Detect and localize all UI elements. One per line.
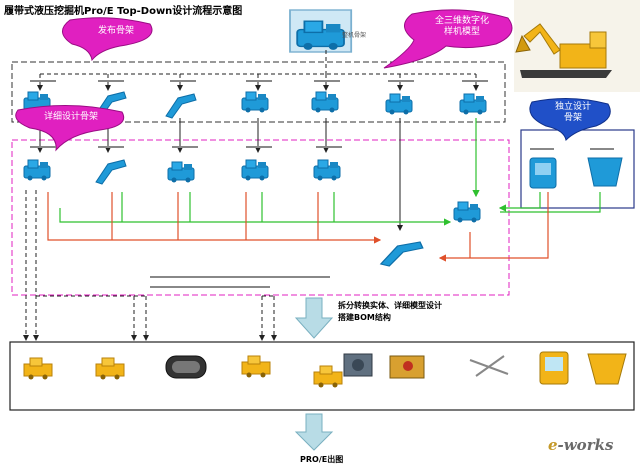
skeleton-label: 整机骨架 [342,32,367,39]
hydraulic-part [389,355,425,379]
callout-detail-skeleton: 详细设计骨架 [43,112,98,122]
bucket-skeleton-image [587,157,623,187]
callout-release-skeleton: 发布骨架 [97,26,134,36]
output-label: PRO/E出图 [300,455,344,464]
master-skeleton-image [289,9,353,53]
callout-full-model-bubble [383,9,513,69]
final-parts-frame [9,341,635,411]
process-text-line1: 拆分转换实体、详细模型设计 [338,301,442,310]
watermark-brand: e [548,436,558,454]
bucket-part [587,353,627,385]
callout-detail-skeleton-bubble [15,104,125,152]
callout-release-skeleton-bubble [62,17,153,62]
pipe-part [469,355,509,377]
eworks-watermark: e-works [548,436,613,454]
skeleton-row-2-parts [23,159,341,185]
excavator-model-image [514,0,640,92]
callout-independent-bubble [529,97,611,142]
final-parts-row [23,351,627,388]
frame-assembly-image [380,241,424,267]
watermark-rest: -works [557,436,614,454]
output-arrow [294,413,334,451]
callout-full-model: 全三维数字化 样机模型 [434,16,489,37]
track-part [165,355,207,379]
process-text-line2: 搭建BOM结构 [338,313,391,322]
cab-part [539,351,569,385]
release-skeleton-frame [11,61,506,123]
engine-part [343,353,373,377]
cab-skeleton-image [529,157,557,189]
process-arrow [294,297,334,339]
callout-independent-skeleton: 独立设计 骨架 [554,102,591,123]
subassembly-image [453,201,481,223]
detail-skeleton-frame [11,139,510,296]
page-title: 履带式液压挖掘机Pro/E Top-Down设计流程示意图 [4,6,243,17]
